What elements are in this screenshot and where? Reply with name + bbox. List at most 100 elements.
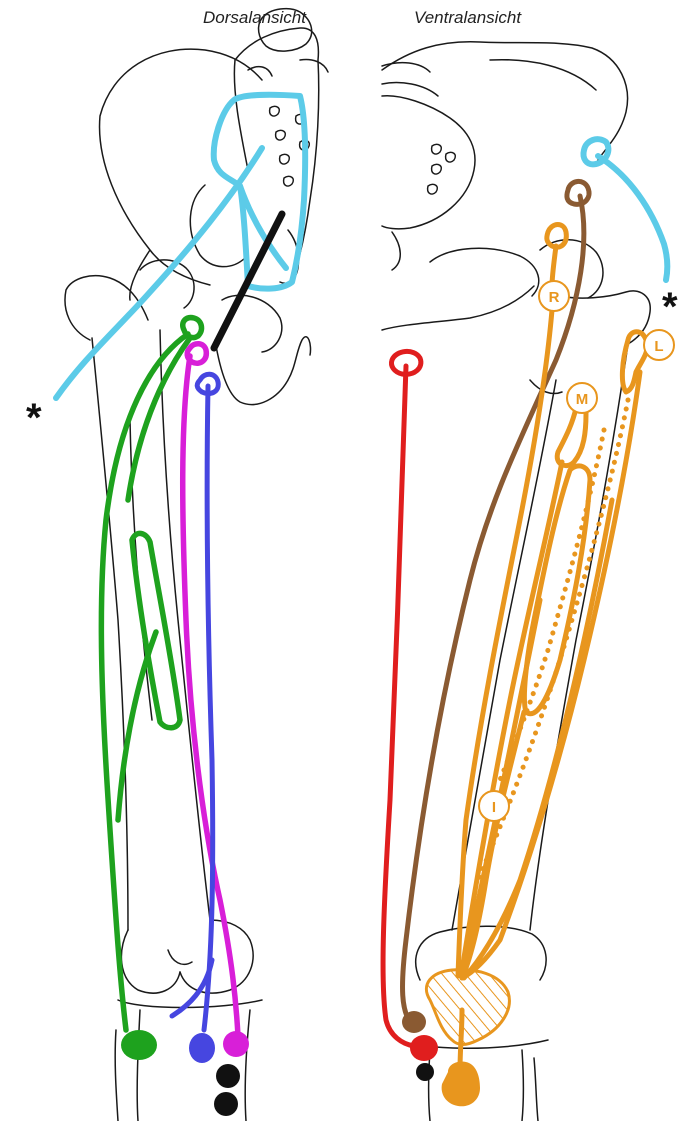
dorsal-sacral-foramen-2: [274, 129, 287, 141]
green-long-inner: [125, 335, 193, 503]
ventral-bone-outlines: [381, 41, 651, 1122]
label-intermedius: I: [478, 790, 510, 822]
blue-origin-loop: [194, 371, 221, 397]
blue-branch: [169, 957, 215, 1019]
green-long-outer: [98, 331, 191, 1033]
ventral-pubis: [381, 285, 535, 331]
green-lower-branch: [115, 629, 159, 823]
ventral-lumbar: [381, 61, 439, 97]
ventral-sacral-foramen-3: [426, 183, 439, 195]
dorsal-sacrum-outline: [233, 27, 320, 281]
dorsal-ilium-outline: [98, 48, 263, 301]
gracilis-red: [380, 349, 424, 1049]
sacrotuberous-ligament-line: [210, 210, 286, 352]
asterisk-marker-right: *: [662, 285, 678, 329]
gluteus-maximus-origin-loop: [210, 91, 309, 292]
magenta-origin-loop: [184, 341, 210, 366]
ventral-view-title: Ventralansicht: [414, 8, 522, 27]
dorsal-fibula: [114, 1029, 119, 1122]
lateralis-belly: [459, 369, 643, 981]
quadriceps-fiber-2: [461, 497, 615, 981]
dorsal-femur-condyle-lateral: [120, 929, 181, 994]
label-intermedius-text: I: [492, 799, 496, 816]
magenta-belly: [179, 353, 241, 1039]
semimembranosus-blue: [169, 371, 221, 1033]
label-rectus-circle: [538, 280, 570, 312]
adductor-group-green: [98, 314, 205, 1033]
quadriceps-fiber-1: [459, 597, 543, 979]
ventral-sacral-foramen-4: [444, 151, 457, 163]
ventral-black-insertion: [416, 1063, 434, 1081]
ventral-femur-medial-edge: [451, 379, 557, 931]
gluteus-maximus-dorsal: [53, 91, 309, 401]
brown-insertion-blob: [402, 1011, 426, 1033]
label-lateralis-text: L: [654, 338, 663, 355]
dorsal-black-insertion-1: [216, 1064, 240, 1088]
ventral-coccyx: [391, 231, 401, 271]
rectus-belly: [455, 307, 555, 979]
dorsal-bone-outlines: [64, 7, 329, 1122]
dorsal-obturator-outline: [221, 294, 283, 353]
label-medialis: M: [566, 382, 598, 414]
red-insertion-blob: [410, 1035, 438, 1061]
dorsal-femur-medial-edge: [159, 329, 211, 921]
ventral-fibula: [533, 1057, 539, 1122]
label-lateralis-circle: [643, 329, 675, 361]
ventral-femur-lateral-edge: [529, 343, 629, 931]
brown-origin-loop: [564, 179, 592, 207]
ventral-ilium-inner: [489, 58, 597, 91]
label-intermedius-circle: [478, 790, 510, 822]
dorsal-tibia-shaft: [136, 1009, 251, 1122]
vastus-origin-dotted-line-2: [497, 427, 607, 783]
asterisk-marker-left: *: [26, 396, 42, 440]
rectus-origin-loop: [544, 222, 569, 250]
dorsal-sacral-foramen-4: [282, 175, 295, 187]
dorsal-ischium-outline: [214, 335, 312, 406]
dorsal-intercondylar-notch: [167, 949, 193, 966]
light-blue-origin-loop-ventral: [580, 136, 612, 168]
ventral-sacrum: [381, 95, 476, 230]
dorsal-view-title: Dorsalansicht: [203, 8, 306, 27]
label-lateralis: L: [643, 329, 675, 361]
dorsal-femoral-head: [139, 259, 195, 309]
patella-hatched: [424, 968, 511, 1046]
magenta-insertion-blob: [223, 1031, 249, 1057]
red-origin-loop: [389, 349, 424, 377]
tibial-tuberosity-blob: [441, 1061, 480, 1107]
dorsal-sacral-foramen-3: [278, 153, 291, 165]
ventral-lesser-trochanter: [529, 379, 563, 395]
intermedius-belly: [459, 709, 527, 981]
dorsal-sacral-foramen-1: [268, 105, 281, 117]
blue-insertion-blob: [189, 1033, 215, 1063]
dorsal-femur-lateral-edge: [91, 337, 129, 931]
dorsal-ilium-inner: [189, 184, 246, 268]
ventral-femur-condyle: [415, 925, 547, 981]
dorsal-black-insertion-2: [214, 1092, 238, 1116]
sartorius-brown: [400, 179, 592, 1025]
intermedius-loop: [521, 463, 593, 717]
label-medialis-circle: [566, 382, 598, 414]
semitendinosus-magenta: [179, 341, 241, 1039]
ventral-sacral-foramen-1: [430, 143, 443, 155]
light-blue-tendon-ventral: [595, 153, 671, 283]
ventral-sacral-foramen-2: [430, 163, 443, 175]
tensor-fasciae-light-blue: [580, 136, 671, 283]
green-insertion-blob: [121, 1030, 157, 1060]
ventral-obturator: [429, 247, 540, 297]
brown-belly: [400, 193, 587, 1025]
label-rectus-text: R: [549, 289, 560, 306]
quadriceps-orange: [455, 222, 650, 1073]
ventral-acetabulum: [539, 239, 604, 299]
dorsal-vertebra-process: [247, 58, 329, 77]
green-insertion-loop: [129, 530, 183, 731]
gluteus-maximus-tendon-dorsal: [53, 145, 265, 401]
dorsal-femur-condyle-medial: [179, 919, 254, 994]
label-rectus: R: [538, 280, 570, 312]
gluteus-maximus-inner-line: [237, 183, 289, 271]
lateralis-origin-loop: [619, 329, 650, 395]
vastus-origin-dotted-line: [475, 397, 631, 883]
blue-belly: [201, 383, 216, 1033]
medialis-belly: [459, 459, 565, 973]
